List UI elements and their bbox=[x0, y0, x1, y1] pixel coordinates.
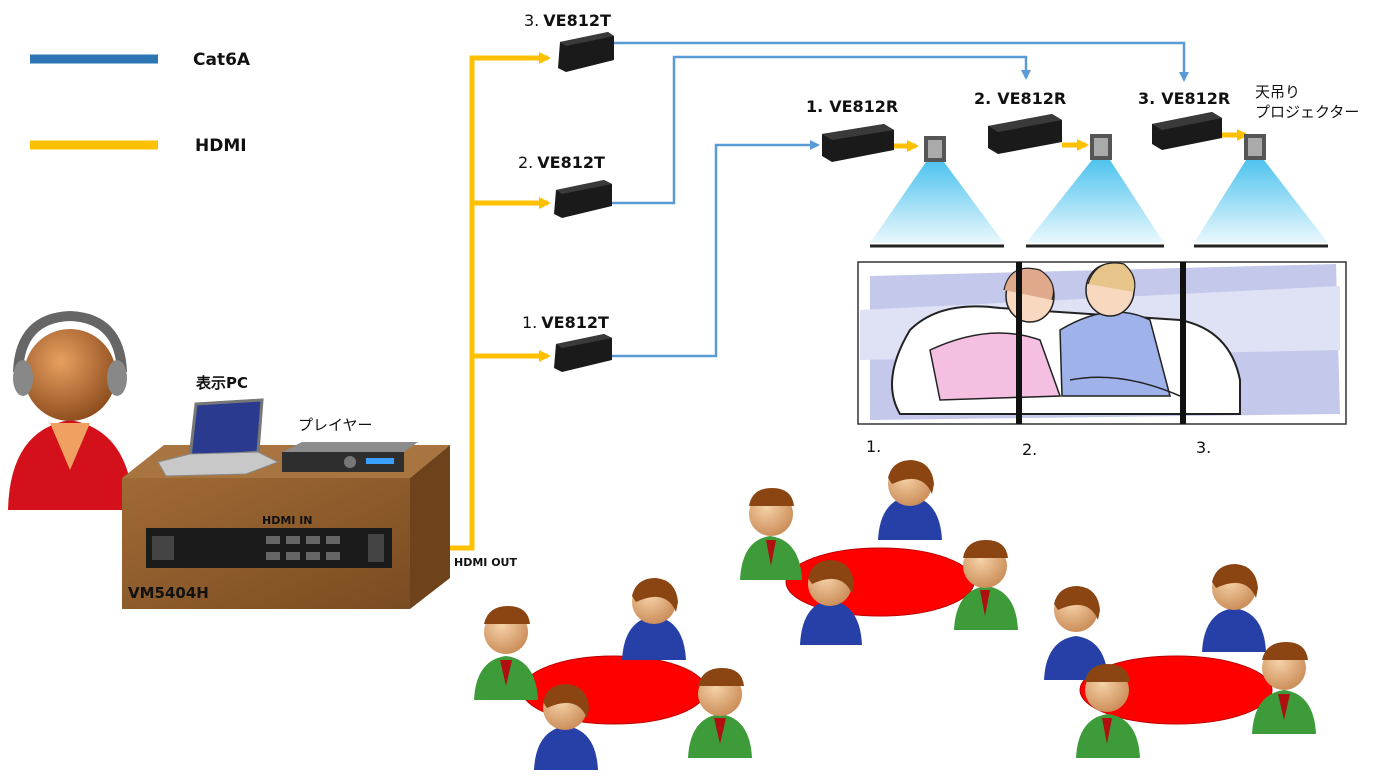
legend-cat6a-label: Cat6A bbox=[193, 50, 251, 70]
tx3-label: 3.VE812T bbox=[524, 11, 611, 30]
operator-person bbox=[8, 310, 134, 510]
hdmi-in-label: HDMI IN bbox=[262, 514, 313, 527]
audience-table-right bbox=[1044, 564, 1316, 758]
attendee bbox=[800, 560, 862, 645]
cat6a-cables bbox=[612, 41, 1189, 358]
display-pc-laptop: 表示PC bbox=[157, 374, 280, 477]
projector-label-line1: 天吊り bbox=[1255, 83, 1300, 101]
tx2-label: 2.VE812T bbox=[518, 153, 605, 172]
player-device: プレイヤー bbox=[282, 416, 418, 472]
receiver-3: 3.VE812R bbox=[1138, 89, 1230, 150]
projector-3 bbox=[1194, 134, 1328, 248]
attendee bbox=[474, 606, 538, 700]
screen-section-3: 3. bbox=[1196, 438, 1211, 457]
attendee bbox=[1076, 664, 1140, 758]
attendee bbox=[534, 684, 598, 770]
attendee bbox=[878, 460, 942, 540]
receiver-1: 1.VE812R bbox=[806, 97, 898, 162]
projection-screen bbox=[857, 261, 1347, 425]
projector-label-line2: プロジェクター bbox=[1255, 103, 1359, 121]
player-label: プレイヤー bbox=[298, 416, 373, 434]
attendee bbox=[740, 488, 802, 580]
screen-section-2: 2. bbox=[1022, 440, 1037, 459]
audience-table-center bbox=[740, 460, 1018, 645]
attendee bbox=[1202, 564, 1266, 652]
display-pc-label: 表示PC bbox=[196, 374, 248, 392]
screen-section-1: 1. bbox=[866, 437, 881, 456]
attendee bbox=[954, 540, 1018, 630]
receiver-2: 2.VE812R bbox=[974, 89, 1066, 154]
audience-table-left bbox=[474, 578, 752, 770]
matrix-switch bbox=[146, 528, 392, 568]
rx1-label: 1.VE812R bbox=[806, 97, 898, 116]
tx1-label: 1.VE812T bbox=[522, 313, 609, 332]
transmitter-3: 3.VE812T bbox=[524, 11, 614, 72]
projector-2 bbox=[1026, 134, 1164, 248]
rx3-label: 3.VE812R bbox=[1138, 89, 1230, 108]
matrix-label: VM5404H bbox=[128, 584, 209, 602]
attendee bbox=[688, 668, 752, 758]
rx2-label: 2.VE812R bbox=[974, 89, 1066, 108]
projector-1 bbox=[870, 136, 1004, 248]
transmitter-1: 1.VE812T bbox=[522, 313, 612, 372]
attendee bbox=[1252, 642, 1316, 734]
transmitter-2: 2.VE812T bbox=[518, 153, 612, 218]
hdmi-out-label: HDMI OUT bbox=[454, 556, 517, 569]
legend: Cat6A HDMI bbox=[30, 50, 251, 156]
legend-hdmi-label: HDMI bbox=[195, 136, 247, 156]
attendee bbox=[622, 578, 686, 660]
